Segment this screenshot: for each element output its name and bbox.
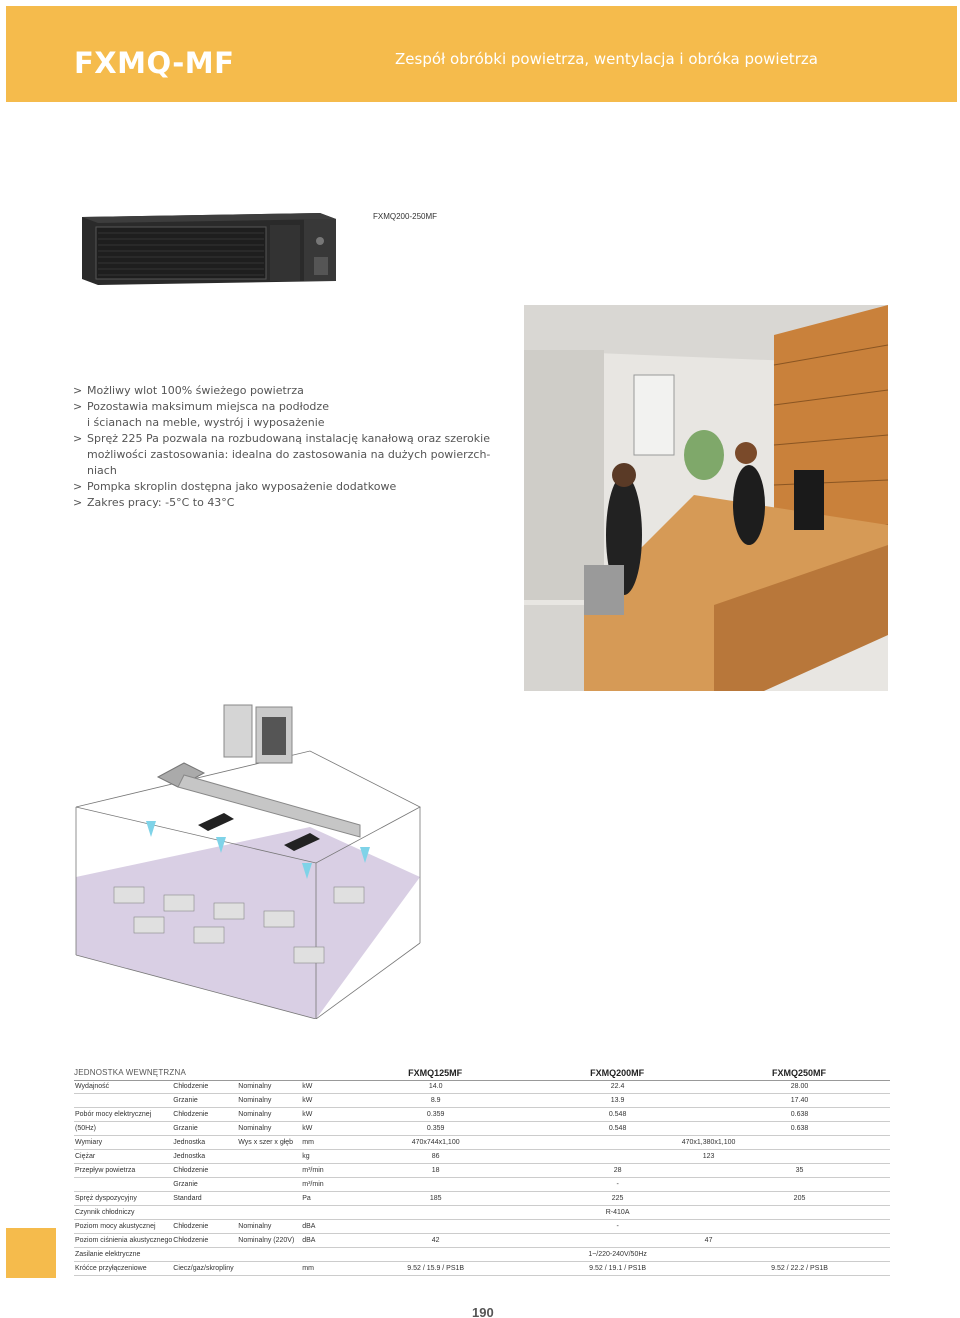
page-subtitle: Zespół obróbki powietrza, wentylacja i o…	[395, 50, 818, 68]
page-number: 190	[472, 1305, 494, 1318]
page-title: FXMQ-MF	[74, 46, 235, 80]
feature-item: możliwości zastosowania: idealna do zast…	[87, 448, 491, 461]
office-photo	[524, 305, 888, 691]
feature-item: i ścianach na meble, wystrój i wyposażen…	[87, 416, 325, 429]
product-image	[82, 213, 336, 285]
side-accent-block	[6, 1228, 56, 1278]
feature-item: >Pompka skroplin dostępna jako wyposażen…	[73, 480, 397, 493]
column-header-fxmq125mf: FXMQ125MF	[344, 1066, 527, 1081]
spec-table: JEDNOSTKA WEWNĘTRZNA FXMQ125MF FXMQ200MF…	[74, 1066, 890, 1276]
feature-item: >Spręż 225 Pa pozwala na rozbudowaną ins…	[73, 432, 490, 445]
installation-diagram	[75, 704, 421, 1019]
column-header-fxmq250mf: FXMQ250MF	[708, 1066, 890, 1081]
product-caption: FXMQ200-250MF	[373, 212, 438, 221]
spec-table-header: JEDNOSTKA WEWNĘTRZNA FXMQ125MF FXMQ200MF…	[74, 1066, 890, 1081]
table-header-label: JEDNOSTKA WEWNĘTRZNA	[74, 1066, 345, 1081]
feature-item: >Pozostawia maksimum miejsca na podłodze	[73, 400, 329, 413]
column-header-fxmq200mf: FXMQ200MF	[526, 1066, 709, 1081]
feature-item: >Możliwy wlot 100% świeżego powietrza	[73, 384, 304, 397]
feature-list: >Możliwy wlot 100% świeżego powietrza >P…	[73, 383, 490, 511]
table-row: Zasilanie elektryczne 1~/220-240V/50Hz	[74, 1247, 890, 1262]
header-band: FXMQ-MF Zespół obróbki powietrza, wentyl…	[6, 6, 957, 102]
table-row: Czynnik chłodniczy R-410A	[74, 1205, 890, 1220]
feature-item: niach	[87, 464, 117, 477]
feature-item: >Zakres pracy: -5°C to 43°C	[73, 496, 235, 509]
